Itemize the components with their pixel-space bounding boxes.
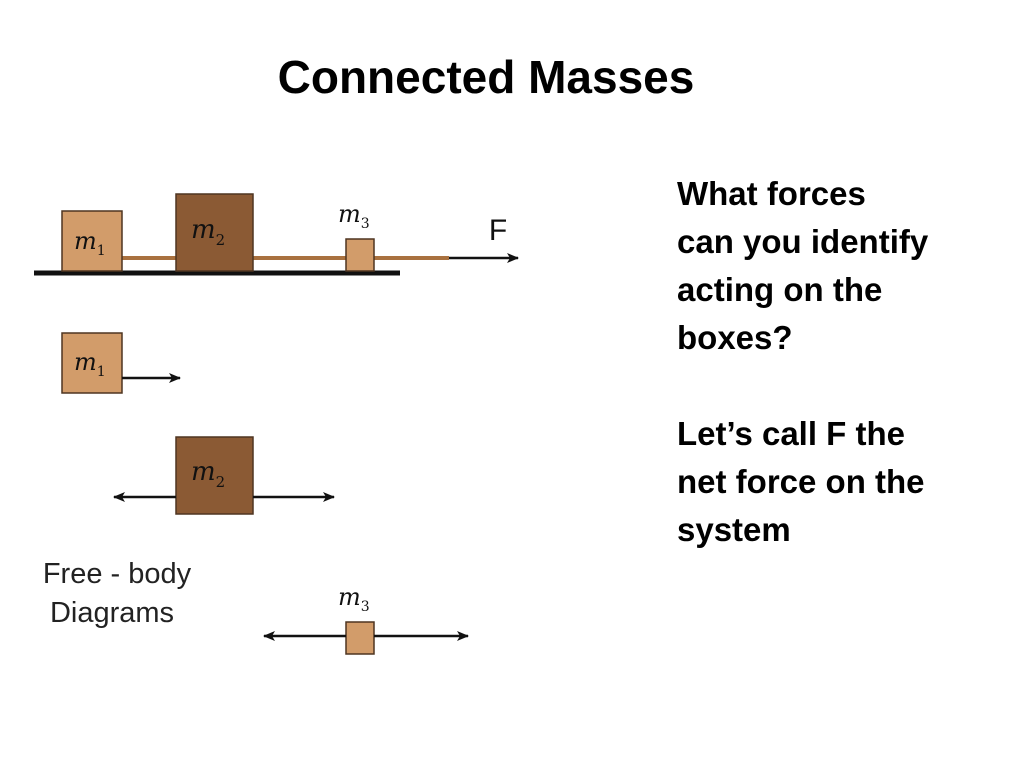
connected-masses-diagram: F m1 m2 m3 m1 m2 Free - body Diagrams m3 xyxy=(34,193,519,655)
free-body-m2: m2 xyxy=(113,436,335,515)
label-m1: m1 xyxy=(74,227,106,259)
box-m2 xyxy=(175,193,254,272)
slide-title: Connected Masses xyxy=(277,51,695,103)
box-m1-fbd xyxy=(61,332,123,394)
force-label-F: F xyxy=(489,214,507,247)
label-m2: m2 xyxy=(191,215,225,249)
net-force-statement: Let’s call F the net force on the system xyxy=(677,415,925,548)
label-m2-fbd: m2 xyxy=(191,457,225,491)
question-text: What forces can you identify acting on t… xyxy=(677,175,929,356)
system-diagram: F m1 m2 m3 xyxy=(34,193,519,276)
box-m3-fbd xyxy=(345,621,375,655)
box-m3 xyxy=(345,238,375,272)
free-body-caption-line1: Free - body xyxy=(43,558,192,590)
free-body-m1: m1 xyxy=(61,332,181,394)
free-body-m3: m3 xyxy=(263,583,469,655)
label-m3-fbd: m3 xyxy=(338,583,370,615)
question-panel: What forces can you identify acting on t… xyxy=(677,170,1017,554)
label-m1-fbd: m1 xyxy=(74,348,106,380)
free-body-caption-line2: Diagrams xyxy=(50,597,174,629)
label-m3: m3 xyxy=(338,200,370,232)
box-m1 xyxy=(61,210,123,272)
box-m2-fbd xyxy=(175,436,254,515)
